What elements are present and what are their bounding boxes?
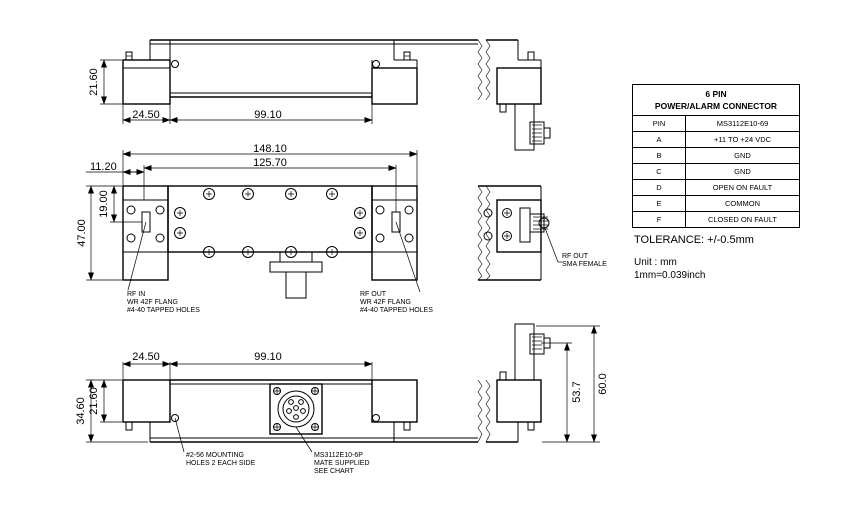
dim-21-60-bottom: 21.60	[88, 387, 100, 415]
top-view: 21.60 24.50 99.10	[88, 39, 551, 151]
pin-table-col-pin: PIN	[632, 115, 686, 132]
dim-99-10-bottom: 99.10	[254, 351, 282, 363]
desc-cell: +11 TO +24 VDC	[685, 131, 800, 148]
pin-cell: B	[632, 147, 686, 164]
note-rf-out-sma-2: SMA FEMALE	[562, 261, 607, 268]
note-connector-2: MATE SUPPLIED	[314, 460, 370, 467]
dim-24-50-bottom: 24.50	[132, 351, 160, 363]
conversion-note: 1mm=0.039inch	[634, 270, 706, 281]
pin-table: 6 PIN POWER/ALARM CONNECTOR PIN MS3112E1…	[632, 84, 800, 228]
note-rf-in-3: #4-40 TAPPED HOLES	[127, 307, 200, 314]
dim-148-10: 148.10	[253, 143, 287, 155]
note-rf-out-3: #4-40 TAPPED HOLES	[360, 307, 433, 314]
pin-table-title: 6 PIN POWER/ALARM CONNECTOR	[632, 84, 800, 116]
pin-cell: A	[632, 131, 686, 148]
pin-cell: F	[632, 211, 686, 228]
note-mounting-1: #2-56 MOUNTING	[186, 452, 244, 459]
note-rf-out-sma-1: RF OUT	[562, 253, 589, 260]
bottom-view: 24.50 99.10	[75, 351, 491, 475]
dim-11-20: 11.20	[90, 161, 117, 173]
side-view-bottom: 53.7 60.0	[486, 323, 609, 443]
side-view-middle: RF OUT SMA FEMALE	[477, 185, 607, 281]
front-view: 148.10 125.70 11.20	[76, 143, 433, 314]
pin-cell: C	[632, 163, 686, 180]
desc-cell: OPEN ON FAULT	[685, 179, 800, 196]
note-rf-out-1: RF OUT	[360, 291, 387, 298]
desc-cell: COMMON	[685, 195, 800, 212]
note-mounting-2: HOLES 2 EACH SIDE	[186, 460, 256, 467]
desc-cell: GND	[685, 147, 800, 164]
tolerance-note: TOLERANCE: +/-0.5mm	[634, 234, 754, 246]
dim-24-50-top: 24.50	[132, 109, 160, 121]
table-row: A+11 TO +24 VDC	[632, 131, 800, 148]
note-connector-1: MS3112E10-6P	[314, 452, 363, 459]
dim-47-00: 47.00	[76, 219, 88, 247]
pin-table-title-line1: 6 PIN	[705, 89, 727, 99]
pin-cell: E	[632, 195, 686, 212]
pin-cell: D	[632, 179, 686, 196]
unit-note: Unit : mm	[634, 257, 677, 268]
pin-table-col-part: MS3112E10-69	[685, 115, 800, 132]
dim-60-0: 60.0	[597, 373, 609, 394]
note-rf-out-2: WR 42F FLANG	[360, 299, 411, 306]
dim-53-7: 53.7	[571, 381, 583, 402]
pin-table-title-line2: POWER/ALARM CONNECTOR	[654, 101, 778, 111]
dim-99-10-top: 99.10	[254, 109, 282, 121]
desc-cell: GND	[685, 163, 800, 180]
dim-19-00: 19.00	[98, 190, 110, 218]
note-rf-in-2: WR 42F FLANG	[127, 299, 178, 306]
dim-21-60-top: 21.60	[88, 68, 100, 96]
note-connector-3: SEE CHART	[314, 468, 355, 475]
dim-34-60: 34.60	[75, 397, 87, 425]
desc-cell: CLOSED ON FAULT	[685, 211, 800, 228]
note-rf-in-1: RF IN	[127, 291, 145, 298]
dim-125-70: 125.70	[253, 157, 287, 169]
